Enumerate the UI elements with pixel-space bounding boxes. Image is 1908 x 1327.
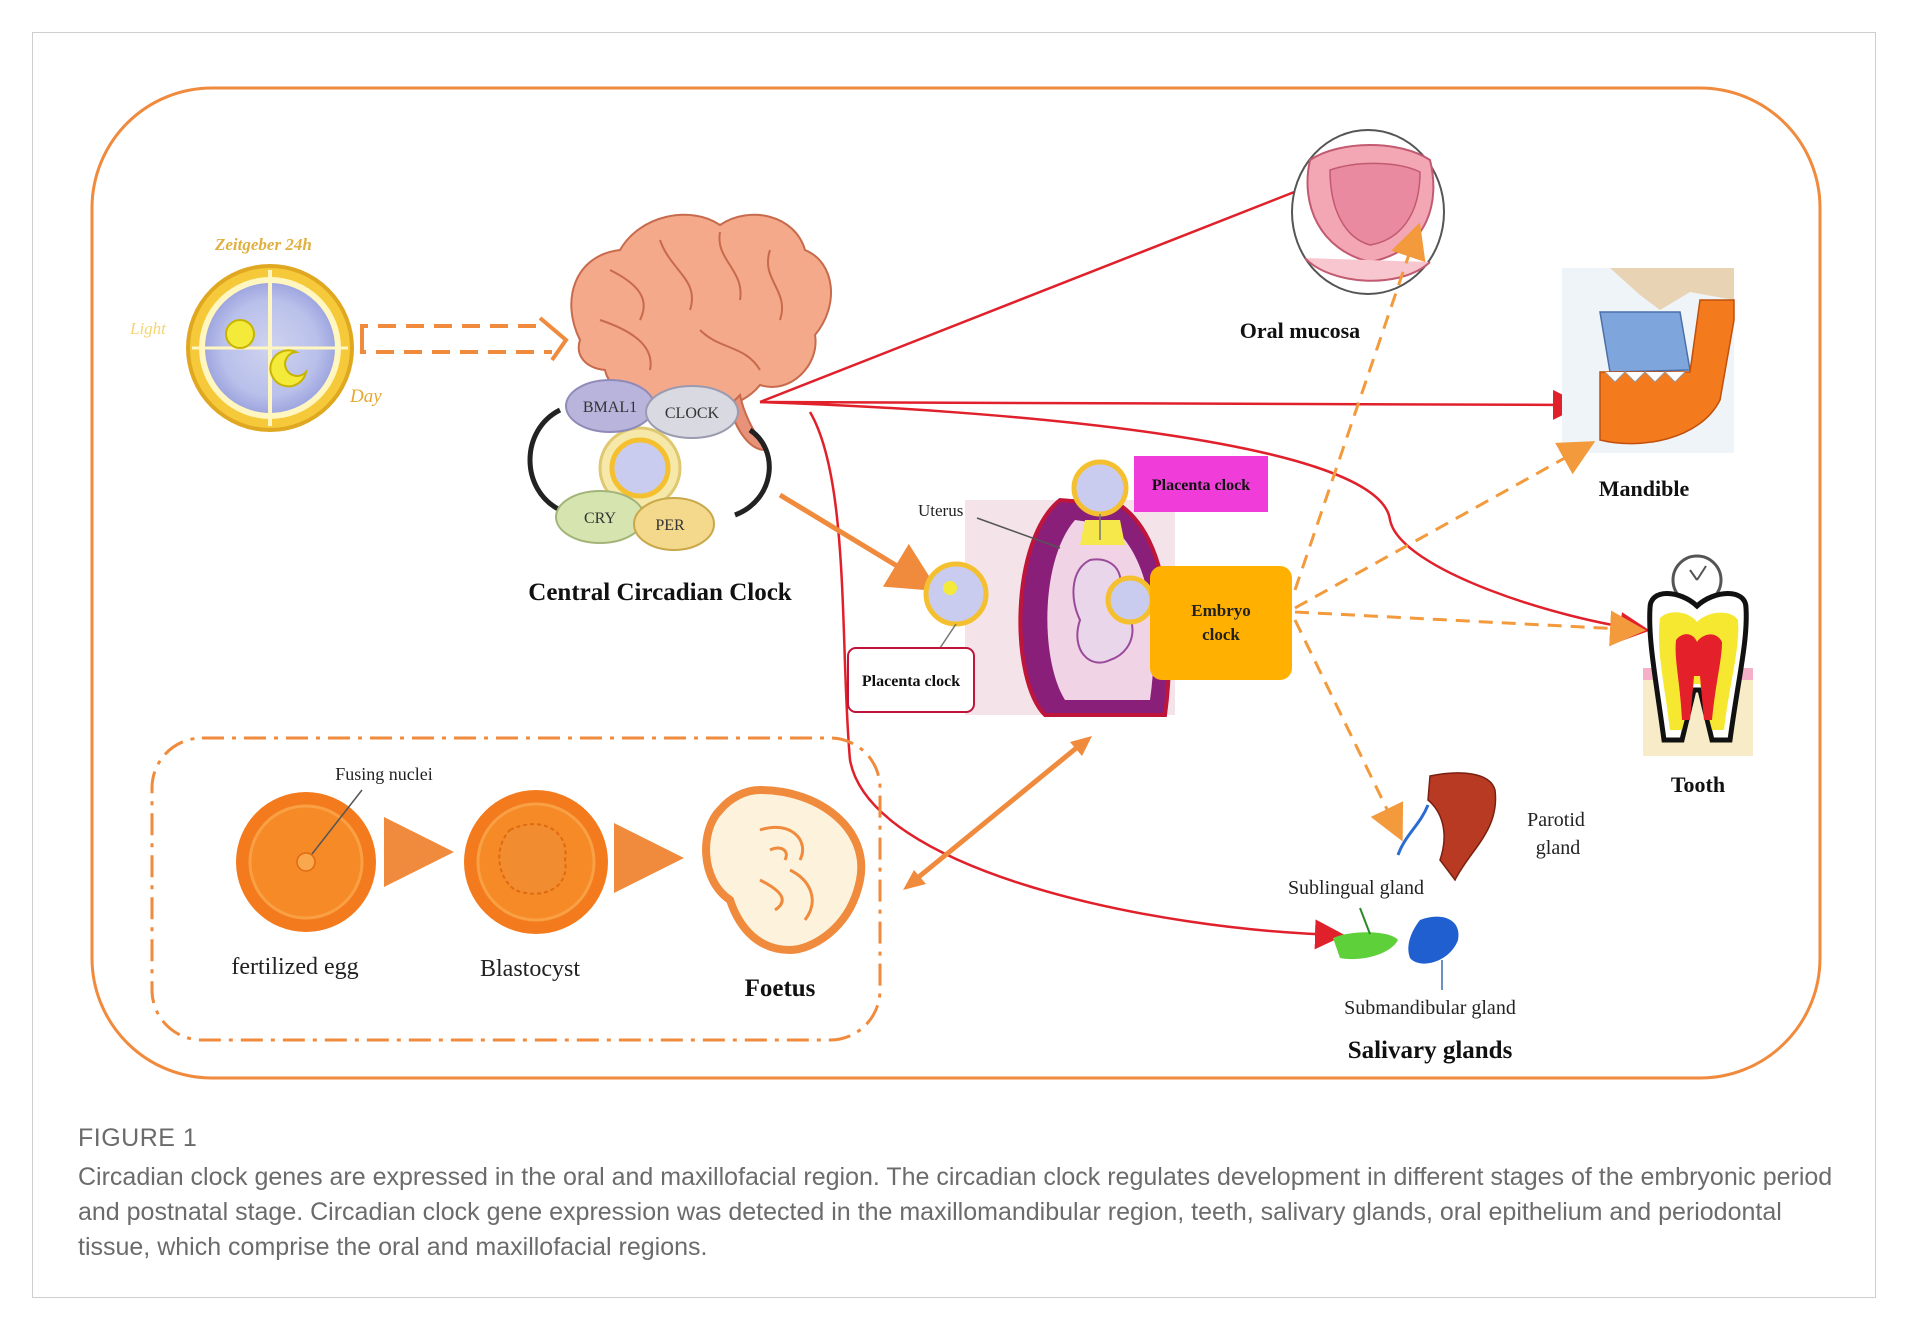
brain-to-placenta-arrow bbox=[778, 492, 939, 592]
day-label: Day bbox=[349, 386, 382, 407]
embryo-clock-label-1: Embryo bbox=[1191, 601, 1251, 620]
salivary-glands-icon bbox=[1333, 772, 1497, 990]
placenta-clock-top-label: Placenta clock bbox=[1152, 477, 1250, 494]
clock-oval bbox=[645, 385, 739, 439]
placenta-clock-bottom-label: Placenta clock bbox=[862, 673, 960, 690]
clock-gene-center-icon bbox=[598, 426, 682, 510]
tooth-label: Tooth bbox=[1671, 772, 1725, 797]
clock-label: CLOCK bbox=[665, 405, 720, 422]
placenta-clock-bottom-box bbox=[847, 647, 975, 713]
foetus-embryo-double-arrow bbox=[903, 736, 1092, 890]
zeitgeber-label: Zeitgeber 24h bbox=[214, 235, 312, 254]
parotid-gland-label-2: gland bbox=[1536, 837, 1580, 859]
submandibular-gland-label: Submandibular gland bbox=[1344, 997, 1516, 1019]
zeitgeber-clock-icon bbox=[186, 264, 354, 432]
blastocyst-label: Blastocyst bbox=[480, 956, 580, 982]
cry-label: CRY bbox=[584, 510, 616, 527]
placenta-clock-top-box bbox=[1134, 456, 1268, 512]
development-box bbox=[150, 736, 882, 1042]
outer-frame bbox=[90, 86, 1822, 1080]
mandible-label: Mandible bbox=[1599, 476, 1690, 501]
sublingual-gland-label: Sublingual gland bbox=[1288, 877, 1424, 899]
oral-mucosa-icon bbox=[1291, 129, 1445, 295]
foetus-icon bbox=[702, 785, 866, 955]
red-arrows bbox=[759, 173, 1650, 950]
figure-caption-title: FIGURE 1 bbox=[78, 1124, 198, 1152]
oral-mucosa-label: Oral mucosa bbox=[1240, 318, 1360, 343]
fertilized-egg-icon bbox=[236, 789, 376, 932]
salivary-glands-label: Salivary glands bbox=[1348, 1037, 1513, 1064]
uterus-label: Uterus bbox=[918, 501, 963, 520]
zeitgeber-to-brain-arrow bbox=[360, 316, 569, 362]
figure-caption-text: Circadian clock genes are expressed in t… bbox=[78, 1163, 1833, 1261]
embryo-clock-box bbox=[1150, 566, 1292, 680]
mandible-icon bbox=[1562, 268, 1735, 453]
clock-loop-left bbox=[527, 407, 562, 513]
blastocyst-icon bbox=[464, 790, 608, 934]
fertilized-egg-label: fertilized egg bbox=[231, 954, 358, 980]
parotid-gland-label-1: Parotid bbox=[1527, 809, 1585, 831]
orange-dashed-arrows bbox=[1293, 222, 1646, 842]
per-oval bbox=[633, 497, 715, 551]
fusing-nuclei-label: Fusing nuclei bbox=[335, 764, 433, 784]
embryo-clock-label-2: clock bbox=[1202, 625, 1240, 644]
clock-loop-right bbox=[734, 427, 772, 518]
per-label: PER bbox=[655, 517, 685, 534]
central-clock-label: Central Circadian Clock bbox=[528, 579, 792, 606]
light-label: Light bbox=[129, 319, 167, 338]
bmal1-label: BMAL1 bbox=[583, 399, 637, 416]
foetus-label: Foetus bbox=[745, 975, 816, 1002]
tooth-icon bbox=[1643, 554, 1753, 756]
